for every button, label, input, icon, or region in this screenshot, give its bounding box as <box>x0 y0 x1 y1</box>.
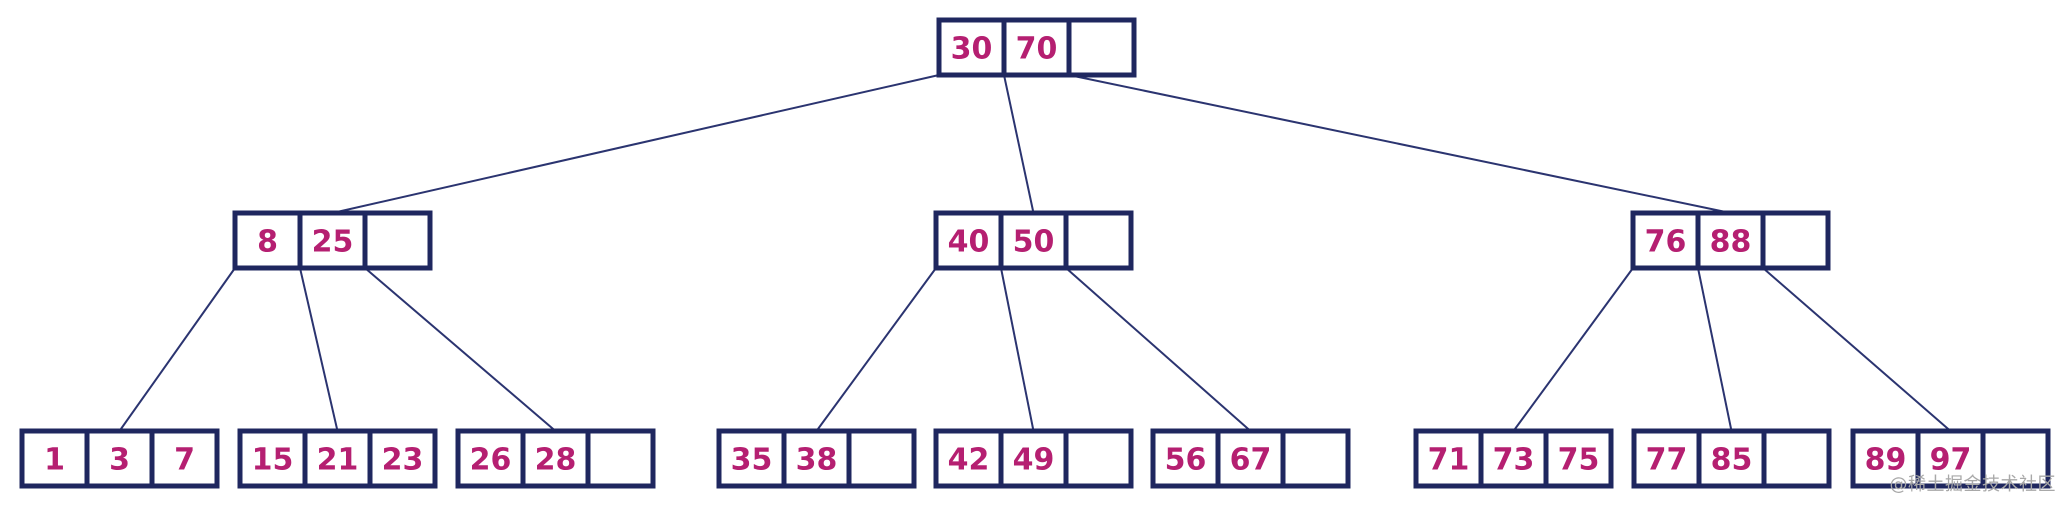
node-leaf-42-49: 42 49 <box>933 428 1134 489</box>
node-leaf-77-85: 77 85 <box>1631 428 1832 489</box>
node-cell <box>933 210 1004 271</box>
tree-nodes: 30 70 8 25 1 3 7 15 21 23 26 28 40 50 35 38 42 49 56 67 76 88… <box>19 17 2051 489</box>
node-key: 71 <box>1428 443 1470 478</box>
node-root: 30 70 <box>936 17 1137 78</box>
node-cell <box>367 428 438 489</box>
edge-root-to-n-76-88 <box>1068 74 1731 214</box>
edge-root-to-n-8-25 <box>332 74 940 214</box>
node-key: 88 <box>1710 225 1752 260</box>
edge-n-76-88-to-leaf-77-85 <box>1697 267 1733 432</box>
node-leaf-15-21-23: 15 21 23 <box>237 428 438 489</box>
node-key: 56 <box>1165 443 1207 478</box>
node-cell <box>781 428 852 489</box>
node-cell <box>362 210 433 271</box>
node-key: 67 <box>1230 443 1272 478</box>
edge-root-to-n-40-50 <box>1003 74 1035 214</box>
node-cell <box>455 428 526 489</box>
node-key: 89 <box>1865 443 1907 478</box>
node-leaf-1-3-7: 1 3 7 <box>19 428 220 489</box>
node-key: 73 <box>1493 443 1535 478</box>
node-leaf-35-38: 35 38 <box>716 428 917 489</box>
node-leaf-89-97: 89 97 <box>1850 428 2051 489</box>
node-leaf-56-67: 56 67 <box>1150 428 1351 489</box>
node-key: 30 <box>951 32 993 67</box>
node-key: 42 <box>948 443 990 478</box>
node-key: 85 <box>1711 443 1753 478</box>
node-leaf-26-28: 26 28 <box>455 428 656 489</box>
edge-n-8-25-to-leaf-1-3-7 <box>118 267 236 432</box>
node-cell <box>1063 428 1134 489</box>
node-cell <box>1063 210 1134 271</box>
node-key: 8 <box>257 225 278 260</box>
node-leaf-71-73-75: 71 73 75 <box>1413 428 1614 489</box>
edge-n-8-25-to-leaf-26-28 <box>364 267 557 432</box>
node-key: 70 <box>1016 32 1058 67</box>
node-cell <box>716 428 787 489</box>
node-cell <box>1631 428 1702 489</box>
node-cell <box>846 428 917 489</box>
node-cell <box>1001 17 1072 78</box>
edge-n-76-88-to-leaf-89-97 <box>1762 267 1952 432</box>
node-key: 1 <box>44 443 65 478</box>
node-cell <box>585 428 656 489</box>
node-cell <box>1280 428 1351 489</box>
node-key: 49 <box>1013 443 1055 478</box>
node-key: 77 <box>1646 443 1688 478</box>
node-cell <box>1760 210 1831 271</box>
edge-n-40-50-to-leaf-42-49 <box>1000 267 1035 432</box>
node-n-76-88: 76 88 <box>1630 210 1831 271</box>
node-n-8-25: 8 25 <box>232 210 433 271</box>
edge-n-8-25-to-leaf-15-21-23 <box>299 267 339 432</box>
node-cell <box>1980 428 2051 489</box>
node-key: 25 <box>312 225 354 260</box>
node-n-40-50: 40 50 <box>933 210 1134 271</box>
node-cell <box>998 210 1069 271</box>
node-key: 26 <box>470 443 512 478</box>
node-cell <box>1761 428 1832 489</box>
node-key: 97 <box>1930 443 1972 478</box>
node-cell <box>933 428 1004 489</box>
node-cell <box>998 428 1069 489</box>
tree-edges <box>118 74 1952 432</box>
node-key: 40 <box>948 225 990 260</box>
edge-n-40-50-to-leaf-35-38 <box>815 267 937 432</box>
node-key: 28 <box>535 443 577 478</box>
node-key: 76 <box>1645 225 1687 260</box>
node-key: 23 <box>382 443 424 478</box>
node-cell <box>149 428 220 489</box>
node-key: 3 <box>109 443 130 478</box>
node-cell <box>1915 428 1986 489</box>
watermark-text: @稀土掘金技术社区 <box>1889 474 2056 495</box>
node-cell <box>19 428 90 489</box>
edge-n-40-50-to-leaf-56-67 <box>1065 267 1252 432</box>
node-key: 35 <box>731 443 773 478</box>
node-key: 75 <box>1558 443 1600 478</box>
node-cell <box>1543 428 1614 489</box>
node-cell <box>1066 17 1137 78</box>
edge-n-76-88-to-leaf-71-73-75 <box>1512 267 1634 432</box>
node-key: 15 <box>252 443 294 478</box>
node-key: 21 <box>317 443 359 478</box>
node-cell <box>936 17 1007 78</box>
node-key: 38 <box>796 443 838 478</box>
node-key: 50 <box>1013 225 1055 260</box>
node-key: 7 <box>174 443 195 478</box>
node-cell <box>302 428 373 489</box>
